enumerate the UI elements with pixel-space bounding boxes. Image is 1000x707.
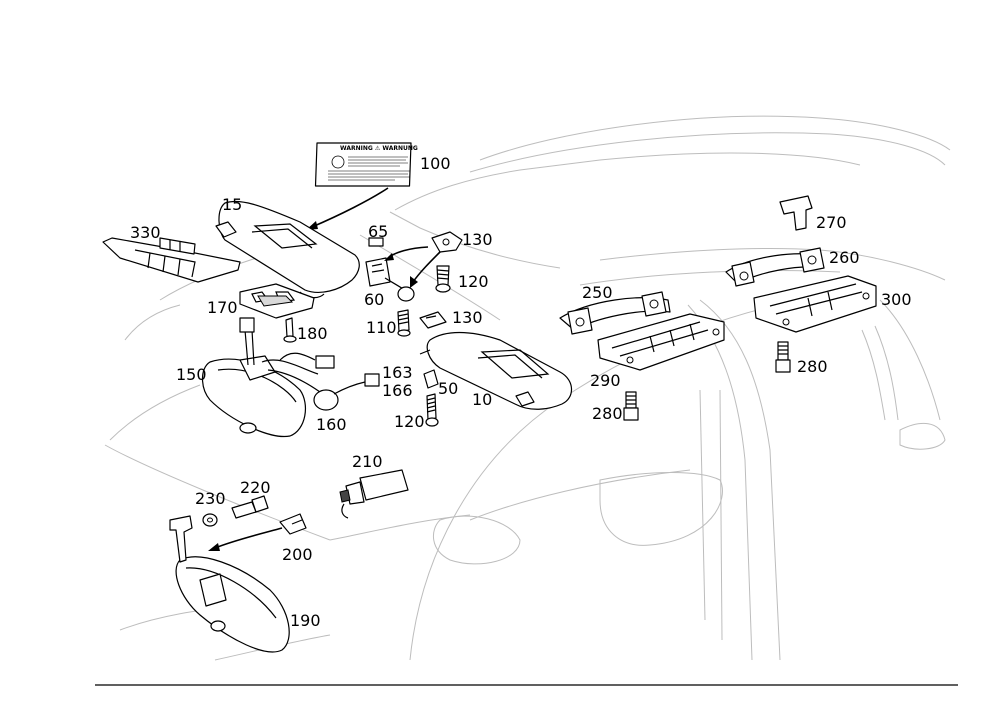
arrowhead-200: [208, 543, 220, 551]
arrowhead-130: [410, 276, 418, 288]
callout-280-left: 280: [592, 404, 623, 423]
bracket-130-lower: [419, 311, 447, 329]
callout-270: 270: [816, 213, 847, 232]
callout-166: 166: [382, 381, 413, 400]
bolt-280-right: [775, 341, 791, 373]
leader-60: [387, 246, 429, 259]
callout-200: 200: [282, 545, 313, 564]
callout-130-lower: 130: [452, 308, 483, 327]
callout-280-right: 280: [797, 357, 828, 376]
leader-200: [214, 527, 283, 549]
screw-180: [283, 317, 297, 343]
callout-100: 100: [420, 154, 451, 173]
callout-300: 300: [881, 290, 912, 309]
bracket-130-upper: [431, 231, 463, 253]
leader-130: [412, 251, 441, 283]
callout-290: 290: [590, 371, 621, 390]
sun-visor-left: [215, 200, 360, 299]
adhesive-tube-210: [339, 469, 409, 519]
rear-view-mirror-190: [169, 515, 290, 653]
bolt-220: [231, 495, 269, 519]
warning-label: WARNING ⚠ WARNUNG: [314, 142, 418, 187]
callout-170: 170: [207, 298, 238, 317]
clip-270: [779, 195, 813, 231]
callout-numbers: 100 15 65 130 330 120 60 170 110 130 180…: [130, 154, 912, 630]
callout-130-upper: 130: [462, 230, 493, 249]
bolt-110: [397, 309, 411, 337]
callout-190: 190: [290, 611, 321, 630]
arrowhead-60: [384, 253, 394, 261]
mounting-plate-290: [597, 313, 725, 371]
mounting-plate-300: [753, 275, 877, 333]
callout-220: 220: [240, 478, 271, 497]
callout-150: 150: [176, 365, 207, 384]
callout-60: 60: [364, 290, 384, 309]
harness-160: [313, 373, 380, 411]
callout-65: 65: [368, 222, 388, 241]
callout-120-upper: 120: [458, 272, 489, 291]
callout-110: 110: [366, 318, 397, 337]
connector-60: [365, 257, 415, 302]
callout-10: 10: [472, 390, 492, 409]
grab-handle-250: [559, 291, 671, 335]
callout-120-lower: 120: [394, 412, 425, 431]
grab-handle-260: [725, 247, 825, 287]
screw-120-upper: [435, 265, 451, 293]
switch-panel-170: [239, 283, 315, 319]
vehicle-outline: [104, 115, 951, 661]
callout-230: 230: [195, 489, 226, 508]
callout-250: 250: [582, 283, 613, 302]
callout-160: 160: [316, 415, 347, 434]
trim-strip-330: [102, 237, 241, 283]
bolt-280-left: [623, 391, 639, 421]
callout-260: 260: [829, 248, 860, 267]
callout-330: 330: [130, 223, 161, 242]
rear-view-mirror-150: [201, 317, 335, 438]
sun-visor-right: [419, 331, 573, 410]
callout-50: 50: [438, 379, 458, 398]
callout-15: 15: [222, 195, 242, 214]
callout-210: 210: [352, 452, 383, 471]
callout-180: 180: [297, 324, 328, 343]
clip-65: [368, 237, 384, 247]
leader-100: [311, 187, 389, 228]
screw-120-lower: [425, 393, 439, 427]
callout-163: 163: [382, 363, 413, 382]
clip-50: [423, 369, 439, 389]
bracket-200: [279, 513, 307, 535]
warning-label-header: WARNING ⚠ WARNUNG: [340, 145, 418, 152]
